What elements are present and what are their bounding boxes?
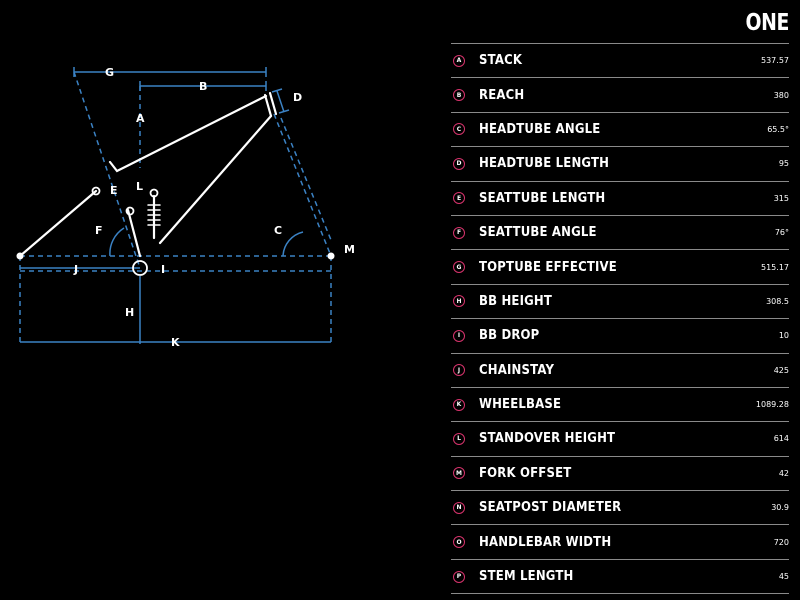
dimension-lines xyxy=(19,67,332,344)
label-h: H xyxy=(125,306,134,319)
label-d: D xyxy=(293,91,302,104)
header-divider xyxy=(451,43,789,44)
table-row: D HEADTUBE LENGTH 95 xyxy=(451,147,789,182)
measurement-label: STEM LENGTH xyxy=(479,569,574,585)
measurement-value: 65.5° xyxy=(767,124,789,134)
measurement-value: 720 xyxy=(773,537,789,547)
measurement-label: REACH xyxy=(479,87,525,103)
measurement-label: FORK OFFSET xyxy=(479,465,572,481)
letter-badge-icon: P xyxy=(453,570,465,583)
table-row: H BB HEIGHT 308.5 xyxy=(451,285,789,320)
letter-badge-icon: O xyxy=(453,536,465,549)
measurement-label: BB DROP xyxy=(479,328,540,344)
measurement-value: 76° xyxy=(774,228,789,238)
table-row: A STACK 537.57 xyxy=(451,44,789,79)
measurement-label: SEATTUBE ANGLE xyxy=(479,225,597,241)
measurement-value: 10 xyxy=(778,331,789,341)
measurement-value: 380 xyxy=(773,90,789,100)
measurement-value: 95 xyxy=(778,159,789,169)
letter-badge-icon: K xyxy=(453,398,465,411)
letter-badge-icon: H xyxy=(453,295,465,308)
table-row: C HEADTUBE ANGLE 65.5° xyxy=(451,113,789,148)
table-row: I BB DROP 10 xyxy=(451,319,789,354)
measurement-label: SEATPOST DIAMETER xyxy=(479,500,622,516)
label-b: B xyxy=(199,80,207,93)
table-row: M FORK OFFSET 42 xyxy=(451,457,789,492)
letter-badge-icon: I xyxy=(453,329,465,342)
measurement-label: TOPTUBE EFFECTIVE xyxy=(479,259,617,275)
measurement-value: 515.17 xyxy=(761,262,789,272)
measurement-label: STANDOVER HEIGHT xyxy=(479,431,616,447)
label-e: E xyxy=(110,184,118,197)
frame-geometry-diagram: G B D A L E F C M J I H K xyxy=(16,66,355,349)
label-l: L xyxy=(136,180,143,193)
letter-badge-icon: D xyxy=(453,157,465,170)
letter-badge-icon: N xyxy=(453,501,465,514)
table-row: F SEATTUBE ANGLE 76° xyxy=(451,216,789,251)
measurement-value: 315 xyxy=(773,193,789,203)
measurement-value: 537.57 xyxy=(761,56,789,66)
measurement-value: 30.9 xyxy=(771,503,789,513)
letter-badge-icon: B xyxy=(453,89,465,102)
measurement-value: 425 xyxy=(773,365,789,375)
measurement-label: BB HEIGHT xyxy=(479,293,553,309)
measurement-value: 45 xyxy=(778,572,789,582)
letter-badge-icon: F xyxy=(453,226,465,239)
letter-badge-icon: M xyxy=(453,467,465,480)
letter-badge-icon: J xyxy=(453,364,465,377)
table-row: L STANDOVER HEIGHT 614 xyxy=(451,422,789,457)
letter-badge-icon: L xyxy=(453,432,465,445)
table-row: G TOPTUBE EFFECTIVE 515.17 xyxy=(451,250,789,285)
label-g: G xyxy=(105,66,114,79)
model-title: ONE xyxy=(745,10,790,36)
table-row: B REACH 380 xyxy=(451,78,789,113)
measurement-value: 1089.28 xyxy=(755,400,789,410)
measurement-label: HANDLEBAR WIDTH xyxy=(479,534,612,550)
measurement-value: 42 xyxy=(778,468,789,478)
pivot-points xyxy=(91,186,159,276)
label-f: F xyxy=(95,224,103,237)
table-row: K WHEELBASE 1089.28 xyxy=(451,388,789,423)
measurement-label: CHAINSTAY xyxy=(479,362,555,378)
measurement-label: SEATTUBE LENGTH xyxy=(479,190,606,206)
letter-badge-icon: G xyxy=(453,261,465,274)
table-row: J CHAINSTAY 425 xyxy=(451,354,789,388)
measurement-value: 614 xyxy=(773,434,789,444)
measurement-label: HEADTUBE LENGTH xyxy=(479,156,610,172)
measurement-label: HEADTUBE ANGLE xyxy=(479,121,601,137)
label-m: M xyxy=(344,243,355,256)
letter-badge-icon: A xyxy=(453,54,465,67)
bike-frame xyxy=(18,91,278,258)
measurement-label: STACK xyxy=(479,53,523,69)
letter-badge-icon: E xyxy=(453,192,465,205)
label-c: C xyxy=(274,224,282,237)
axle-dots xyxy=(16,252,335,260)
label-j: J xyxy=(73,263,78,276)
letter-badge-icon: C xyxy=(453,123,465,136)
label-a: A xyxy=(136,112,145,125)
measurement-value: 308.5 xyxy=(766,296,789,306)
table-row: E SEATTUBE LENGTH 315 xyxy=(451,182,789,216)
table-row: O HANDLEBAR WIDTH 720 xyxy=(451,525,789,560)
table-row: N SEATPOST DIAMETER 30.9 xyxy=(451,491,789,526)
label-k: K xyxy=(171,336,180,349)
label-i: I xyxy=(161,263,165,276)
measurement-label: WHEELBASE xyxy=(479,397,562,413)
table-row: P STEM LENGTH 45 xyxy=(451,560,789,595)
